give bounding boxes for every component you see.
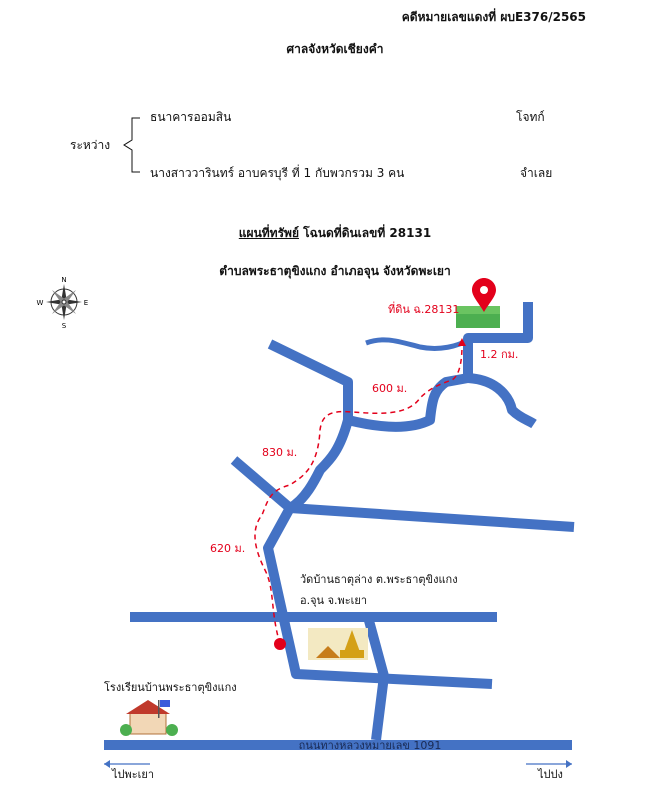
court-name: ศาลจังหวัดเชียงคำ [286, 42, 384, 56]
location-pin-icon [472, 278, 496, 312]
compass-s: S [62, 322, 67, 330]
start-point-marker [274, 638, 286, 650]
land-label: ที่ดิน ฉ.28131 [388, 301, 459, 316]
map-title-deed: โฉนดที่ดินเลขที่ 28131 [298, 226, 432, 240]
road-northwest [230, 456, 294, 512]
to-phayao-label: ไปพะเยา [111, 768, 154, 781]
left-arrow-icon [104, 760, 110, 768]
route-arrow-icon [458, 338, 466, 346]
map-location: ตำบลพระธาตุขิงแกง อำเภอจุน จังหวัดพะเยา [219, 264, 451, 278]
temple-district-label: อ.จุน จ.พะเยา [300, 594, 367, 607]
temple-icon [308, 628, 368, 660]
road-to-land [346, 373, 469, 432]
stream [365, 337, 470, 351]
compass-w: W [37, 299, 44, 307]
road-south-east [263, 505, 493, 689]
road-northeast [467, 373, 537, 429]
road-to-highway [363, 615, 389, 741]
map-title-underlined: แผนที่ทรัพย์ [238, 226, 299, 240]
road-land-access [463, 302, 533, 378]
map-title: แผนที่ทรัพย์ โฉนดที่ดินเลขที่ 28131 [0, 224, 670, 243]
to-pong-label: ไปปง [537, 768, 563, 781]
distance-label-1: 1.2 กม. [480, 348, 518, 361]
temple-label: วัดบ้านธาตุล่าง ต.พระธาตุขิงแกง [300, 573, 458, 586]
defendant-name: นางสาววารินทร์ อาบครบุรี ที่ 1 กับพวกรวม… [150, 166, 405, 180]
party-bracket [123, 117, 140, 173]
between-label: ระหว่าง [70, 138, 111, 152]
school-icon [120, 700, 178, 736]
compass-rose-icon: N S E W [37, 276, 89, 330]
road-east [289, 503, 575, 532]
road-network [104, 302, 575, 750]
route-to-land [254, 344, 463, 645]
compass-n: N [61, 276, 66, 284]
distance-label-3: 830 ม. [262, 446, 297, 459]
highway-label: ถนนทางหลวงหมายเลข 1091 [299, 739, 442, 752]
school-label: โรงเรียนบ้านพระธาตุขิงแกง [104, 680, 237, 694]
plaintiff-role: โจทก์ [516, 110, 545, 124]
right-arrow-icon [566, 760, 572, 768]
defendant-role: จำเลย [520, 166, 553, 180]
distance-label-2: 600 ม. [372, 382, 407, 395]
case-number: คดีหมายเลขแดงที่ ผบE376/2565 [401, 10, 586, 24]
compass-e: E [84, 299, 88, 307]
road-north [267, 339, 353, 513]
plaintiff-name: ธนาคารออมสิน [150, 110, 232, 124]
distance-label-4: 620 ม. [210, 542, 245, 555]
